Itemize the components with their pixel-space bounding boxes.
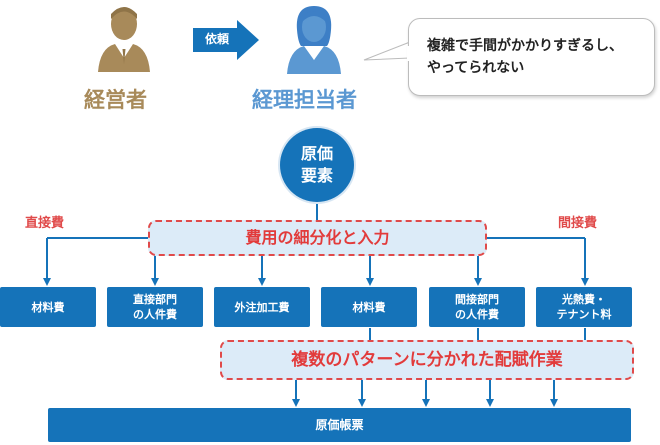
category-box-5: 間接部門 の人件費	[429, 287, 525, 327]
category-box-6: 光熱費・ テナント料	[536, 287, 632, 327]
category-box-1: 材料費	[0, 287, 96, 327]
cost-report-bar: 原価帳票	[48, 408, 631, 442]
accountant-person-icon	[287, 6, 341, 74]
accountant-label: 経理担当者	[252, 88, 357, 112]
allocation-band: 複数のパターンに分かれた配賦作業	[220, 340, 634, 380]
cost-element-line2: 要素	[300, 166, 333, 185]
indirect-cost-label: 間接費	[558, 216, 598, 231]
category-box-4: 材料費	[321, 287, 417, 327]
request-label: 依頼	[205, 32, 230, 46]
direct-cost-label: 直接費	[25, 216, 65, 231]
request-arrow-icon	[193, 20, 259, 60]
category-box-3: 外注加工費	[214, 287, 310, 327]
manager-person-icon	[98, 7, 150, 72]
speech-tail-mask	[407, 46, 414, 61]
speech-text: 複雑で手間がかかりすぎるし、 やってられない	[427, 38, 623, 76]
speech-bubble: 複雑で手間がかかりすぎるし、 やってられない	[408, 18, 655, 96]
cost-breakdown-band: 費用の細分化と入力	[148, 220, 487, 256]
manager-label: 経営者	[84, 88, 147, 112]
cost-element-circle: 原価 要素	[280, 128, 354, 202]
cost-element-line1: 原価	[300, 144, 333, 163]
speech-bubble-tail	[363, 41, 411, 61]
category-box-2: 直接部門 の人件費	[107, 287, 203, 327]
